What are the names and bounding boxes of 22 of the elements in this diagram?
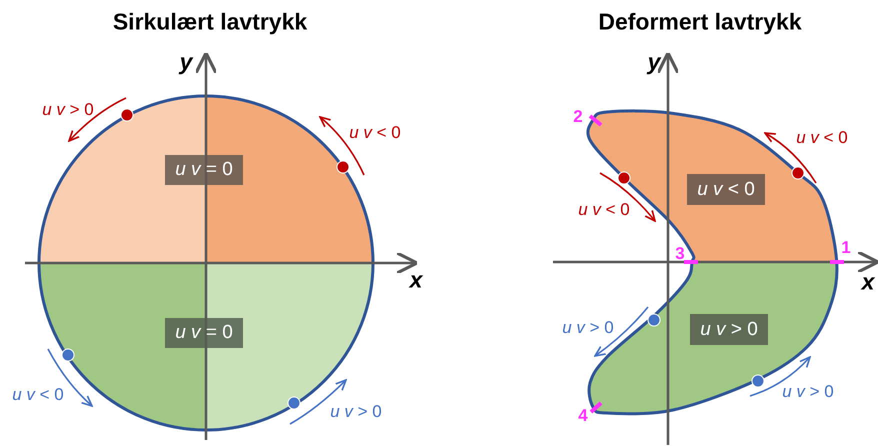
point-number: 1 <box>841 238 851 258</box>
axis-label: x <box>862 268 874 296</box>
panel-title: Deformert lavtrykk <box>598 8 802 36</box>
value-box: u v > 0 <box>690 314 768 345</box>
axis-label: y <box>648 48 660 76</box>
value-box: u v < 0 <box>687 174 765 205</box>
sign-label: u v > 0 <box>330 402 382 422</box>
sign-label: u v > 0 <box>42 100 94 120</box>
axis-label: x <box>410 266 422 294</box>
point-number: 2 <box>573 107 583 127</box>
point-number: 3 <box>675 244 685 264</box>
sign-label: u v < 0 <box>12 385 64 405</box>
point-number: 4 <box>578 406 588 426</box>
value-box: u v = 0 <box>165 318 243 348</box>
value-box: u v = 0 <box>165 155 243 185</box>
panel-title: Sirkulært lavtrykk <box>112 8 308 36</box>
sign-label: u v < 0 <box>796 128 848 148</box>
axis-label: y <box>180 48 192 76</box>
sign-label: u v < 0 <box>349 123 401 143</box>
sign-label: u v > 0 <box>782 382 834 402</box>
sign-label: u v > 0 <box>562 318 614 338</box>
sign-label: u v < 0 <box>578 200 630 220</box>
